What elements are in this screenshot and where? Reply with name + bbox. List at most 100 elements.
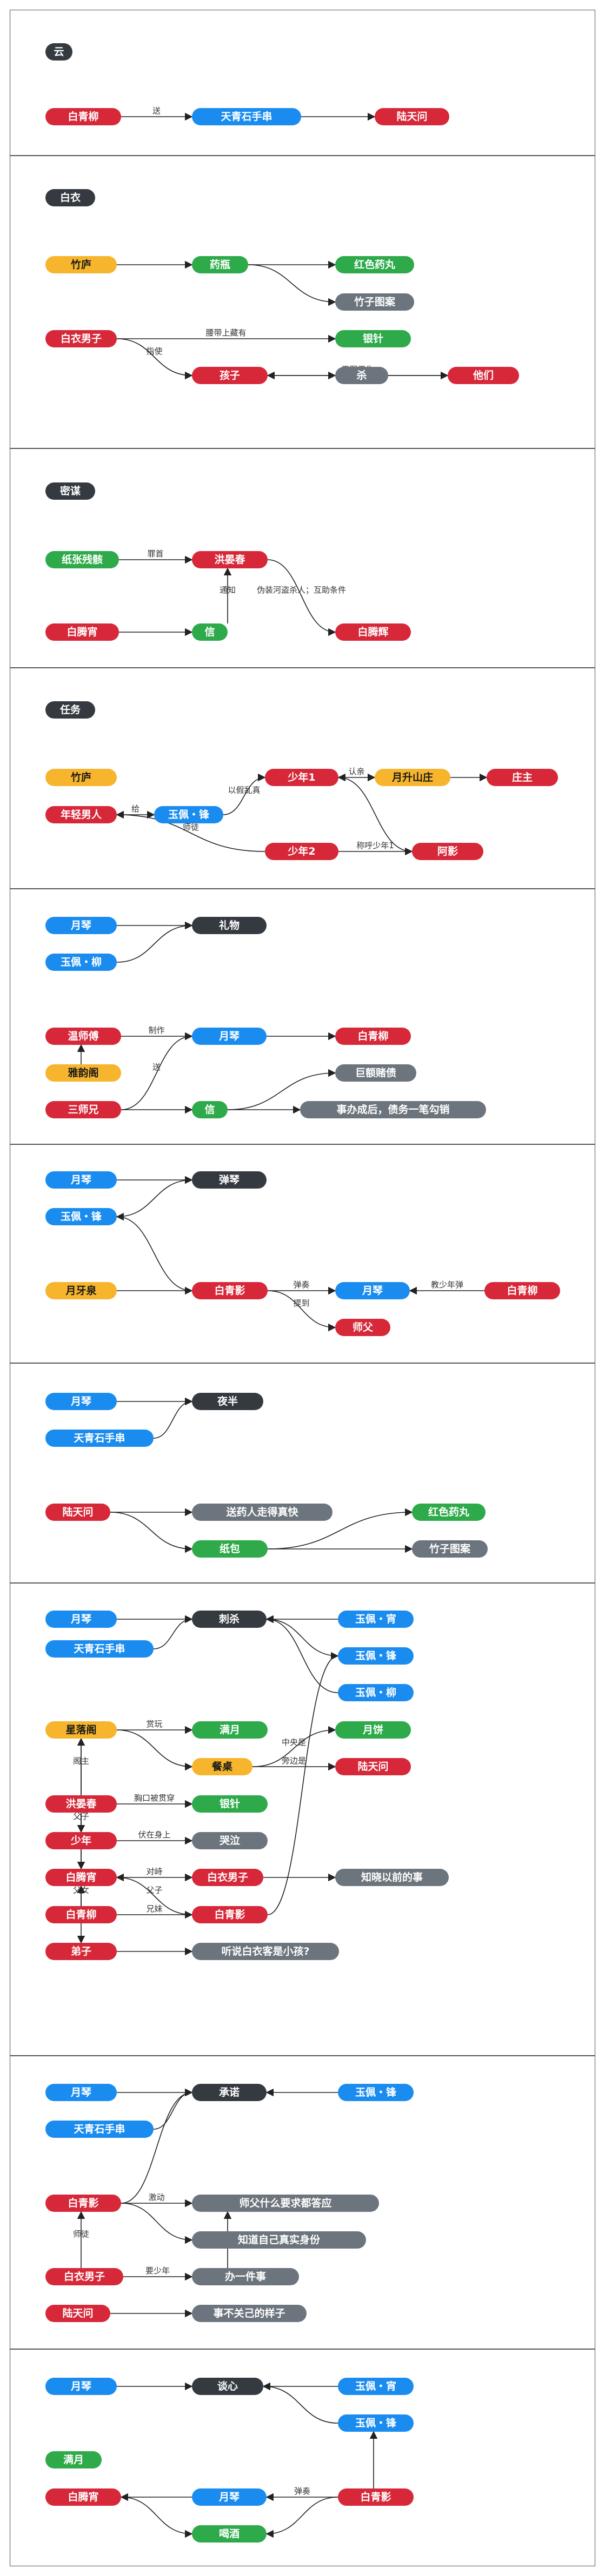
- diagram-node: 事不关己的样子: [192, 2305, 307, 2322]
- diagram-node: 谈心: [192, 2378, 263, 2395]
- diagram-node: 天青石手串: [192, 108, 301, 125]
- diagram-node: 红色药丸: [335, 256, 414, 273]
- diagram-node: 月琴: [45, 1611, 117, 1628]
- diagram-node: 白青影: [192, 1282, 268, 1299]
- panel-title: 白衣: [45, 189, 95, 206]
- diagram-node: 白衣男子: [45, 2268, 123, 2285]
- diagram-node: 纸包: [192, 1540, 268, 1558]
- diagram-node: 白青柳: [335, 1028, 411, 1045]
- diagram-node: 白青柳: [484, 1282, 560, 1299]
- diagram-node: 庄主: [487, 769, 558, 786]
- diagram-node: 礼物: [192, 917, 267, 934]
- diagram-node: 听说白衣客是小孩?: [192, 1943, 339, 1960]
- panel-title: 云: [45, 43, 72, 61]
- diagram-node: 天青石手串: [45, 1430, 154, 1447]
- diagram-node: 红色药丸: [412, 1504, 486, 1521]
- diagram-node: 洪晏春: [192, 551, 268, 568]
- diagram-node: 巨额赌债: [335, 1064, 416, 1082]
- diagram-node: 办一件事: [192, 2268, 299, 2285]
- diagram-node: 月琴: [45, 1171, 117, 1189]
- panel-title: 任务: [45, 701, 95, 719]
- diagram-node: 白腾宵: [45, 2488, 121, 2506]
- diagram-node: 白衣男子: [45, 330, 117, 347]
- diagram-node: 夜半: [192, 1393, 263, 1410]
- diagram-node: 竹庐: [45, 256, 117, 273]
- diagram-node: 陆天问: [45, 1504, 110, 1521]
- diagram-node: 哭泣: [192, 1832, 268, 1849]
- diagram-node: 白青影: [45, 2195, 121, 2212]
- diagram-node: 孩子: [192, 367, 268, 384]
- diagram-node: 药瓶: [192, 256, 248, 273]
- diagram-node: 月琴: [192, 1028, 267, 1045]
- diagram-node: 陆天问: [335, 1758, 411, 1775]
- diagram-node: 星落阁: [45, 1721, 117, 1739]
- diagram-node: 玉佩・锋: [338, 1647, 414, 1665]
- diagram-node: 弟子: [45, 1943, 117, 1960]
- panel-title: 密谋: [45, 482, 95, 500]
- diagram-node: 竹子图案: [412, 1540, 488, 1558]
- diagram-node: 竹庐: [45, 769, 117, 786]
- diagram-node: 玉佩・宵: [338, 1611, 414, 1628]
- diagram-node: 月牙泉: [45, 1282, 117, 1299]
- diagram-node: 信: [192, 623, 228, 641]
- diagram-node: 他们: [448, 367, 519, 384]
- diagram-node: 玉佩・锋: [338, 2414, 414, 2432]
- diagram-node: 师父: [335, 1319, 390, 1336]
- diagram-node: 承诺: [192, 2084, 267, 2101]
- diagram-node: 白衣男子: [192, 1869, 263, 1886]
- diagram-node: 餐桌: [192, 1758, 252, 1775]
- diagram-node: 银针: [335, 330, 411, 347]
- diagram-panel: [10, 10, 595, 156]
- diagram-node: 月琴: [335, 1282, 410, 1299]
- diagram-node: 月琴: [45, 1393, 117, 1410]
- diagram-node: 纸张残骸: [45, 551, 119, 568]
- diagram-node: 白腾辉: [335, 623, 411, 641]
- diagram-node: 白腾宵: [45, 1869, 117, 1886]
- diagram-node: 白青柳: [45, 108, 121, 125]
- diagram-node: 少年: [45, 1832, 117, 1849]
- diagram-node: 天青石手串: [45, 1640, 154, 1658]
- diagram-node: 满月: [192, 1721, 268, 1739]
- diagram-node: 知晓以前的事: [335, 1869, 449, 1886]
- diagram-panel: [10, 156, 595, 448]
- diagram-node: 陆天问: [45, 2305, 110, 2322]
- diagram-node: 玉佩・柳: [45, 954, 117, 971]
- diagram-node: 送药人走得真快: [192, 1504, 333, 1521]
- diagram-node: 少年2: [265, 843, 338, 860]
- diagram-node: 杀: [335, 367, 388, 384]
- diagram-node: 月饼: [335, 1721, 411, 1739]
- diagram-node: 月升山庄: [375, 769, 450, 786]
- diagram-node: 信: [192, 1101, 228, 1118]
- diagram-node: 天青石手串: [45, 2121, 154, 2138]
- diagram-node: 月琴: [45, 2378, 117, 2395]
- diagram-node: 玉佩・宵: [338, 2378, 414, 2395]
- diagram-node: 白青影: [338, 2488, 414, 2506]
- diagram-node: 三师兄: [45, 1101, 121, 1118]
- diagram-node: 师父什么要求都答应: [192, 2195, 379, 2212]
- diagram-node: 知道自己真实身份: [192, 2231, 366, 2249]
- diagram-node: 银针: [192, 1795, 268, 1813]
- diagram-node: 事办成后，债务一笔勾销: [300, 1101, 486, 1118]
- diagram-node: 喝酒: [192, 2525, 267, 2543]
- diagram-node: 玉佩・柳: [338, 1684, 414, 1701]
- diagram-node: 月琴: [45, 917, 117, 934]
- diagram-node: 玉佩・锋: [338, 2084, 414, 2101]
- diagram-node: 玉佩・锋: [154, 806, 223, 823]
- diagram-node: 月琴: [45, 2084, 117, 2101]
- diagram-node: 雅韵阁: [45, 1064, 121, 1082]
- diagram-node: 弹琴: [192, 1171, 267, 1189]
- diagram-node: 年轻男人: [45, 806, 117, 823]
- diagram-node: 温师傅: [45, 1028, 121, 1045]
- diagram-node: 月琴: [192, 2488, 267, 2506]
- diagram-node: 白腾宵: [45, 623, 119, 641]
- diagram-node: 阿影: [412, 843, 483, 860]
- diagram-node: 少年1: [265, 769, 338, 786]
- diagram-node: 刺杀: [192, 1611, 267, 1628]
- diagram-node: 白青影: [192, 1906, 268, 1923]
- diagram-node: 白青柳: [45, 1906, 117, 1923]
- diagram-node: 玉佩・锋: [45, 1208, 117, 1225]
- diagram-node: 陆天问: [375, 108, 449, 125]
- diagram-node: 竹子图案: [335, 293, 414, 311]
- diagram-node: 洪晏春: [45, 1795, 117, 1813]
